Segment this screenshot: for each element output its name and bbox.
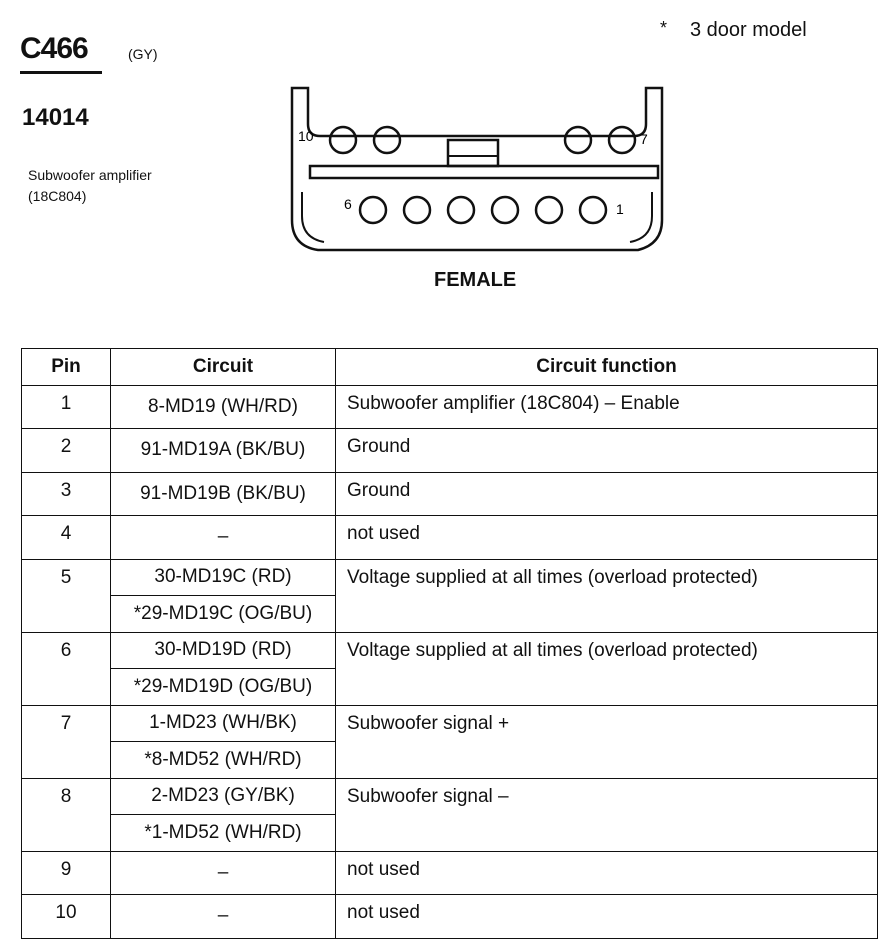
circuit-id: – (110, 894, 336, 939)
pin-hole-4 (446, 195, 476, 225)
pin-hole-6 (358, 195, 388, 225)
circuit-id: *8-MD52 (WH/RD) (110, 741, 336, 779)
circuit-id: *1-MD52 (WH/RD) (110, 814, 336, 852)
pin-label-6: 6 (344, 196, 352, 212)
connector-gender: FEMALE (434, 269, 517, 291)
table-row: 4–not used (21, 515, 878, 560)
circuit-function: not used (335, 850, 878, 895)
pin-number: 3 (21, 471, 111, 516)
pin-number: 5 (21, 558, 111, 633)
connector-face-diagram: 10 7 6 1 (290, 86, 664, 252)
pin-number: 6 (21, 631, 111, 706)
table-row: *1-MD52 (WH/RD) (22, 814, 878, 852)
circuit-id: 91-MD19A (BK/BU) (110, 428, 336, 473)
pin-number: 4 (21, 515, 111, 560)
circuit-id: 2-MD23 (GY/BK) (110, 777, 336, 815)
header-pin: Pin (21, 348, 111, 386)
circuit-function: Voltage supplied at all times (overload … (335, 558, 878, 633)
table-row: *29-MD19C (OG/BU) (22, 595, 878, 633)
circuit-function: Subwoofer signal + (335, 704, 878, 779)
circuit-function: not used (335, 894, 878, 939)
circuit-function: not used (335, 515, 878, 560)
connector-color: (GY) (128, 46, 158, 62)
header-function: Circuit function (335, 348, 878, 386)
pin-number: 9 (21, 850, 111, 895)
circuit-function: Ground (335, 471, 878, 516)
component-name: Subwoofer amplifier (28, 167, 152, 183)
circuit-id: 1-MD23 (WH/BK) (110, 704, 336, 742)
circuit-id: 91-MD19B (BK/BU) (110, 471, 336, 516)
circuit-function: Subwoofer signal – (335, 777, 878, 852)
pin-hole-2 (534, 195, 564, 225)
circuit-id: *29-MD19D (OG/BU) (110, 668, 336, 706)
table-header-row: Pin Circuit Circuit function (21, 348, 878, 386)
table-row: 9–not used (21, 850, 878, 895)
footnote-marker: * (660, 18, 668, 38)
table-row: 10–not used (21, 894, 878, 939)
component-code: (18C804) (28, 188, 87, 204)
pin-hole-10 (328, 125, 358, 155)
table-row: *29-MD19D (OG/BU) (22, 668, 878, 706)
pin-label-7: 7 (640, 131, 648, 147)
pin-hole-3 (490, 195, 520, 225)
pin-label-1: 1 (616, 201, 624, 217)
pin-hole-7 (607, 125, 637, 155)
footnote-text: 3 door model (690, 19, 807, 41)
circuit-id: 8-MD19 (WH/RD) (110, 384, 336, 429)
circuit-id: – (110, 850, 336, 895)
circuit-function: Subwoofer amplifier (18C804) – Enable (335, 384, 878, 429)
circuit-function: Voltage supplied at all times (overload … (335, 631, 878, 706)
connector-code: C466 (20, 32, 89, 65)
header-circuit: Circuit (110, 348, 336, 386)
part-number: 14014 (22, 104, 89, 131)
pin-number: 1 (21, 384, 111, 429)
circuit-id: 30-MD19D (RD) (110, 631, 336, 669)
pin-number: 10 (21, 894, 111, 939)
pin-number: 2 (21, 428, 111, 473)
circuit-id: *29-MD19C (OG/BU) (110, 595, 336, 633)
pin-label-10: 10 (298, 128, 314, 144)
circuit-id: 30-MD19C (RD) (110, 558, 336, 596)
pin-hole-9 (372, 125, 402, 155)
pin-hole-8 (563, 125, 593, 155)
pin-hole-5 (402, 195, 432, 225)
pin-number: 8 (21, 777, 111, 852)
pin-number: 7 (21, 704, 111, 779)
connector-code-underline (20, 71, 102, 74)
pin-hole-1 (578, 195, 608, 225)
circuit-function: Ground (335, 428, 878, 473)
circuit-id: – (110, 515, 336, 560)
